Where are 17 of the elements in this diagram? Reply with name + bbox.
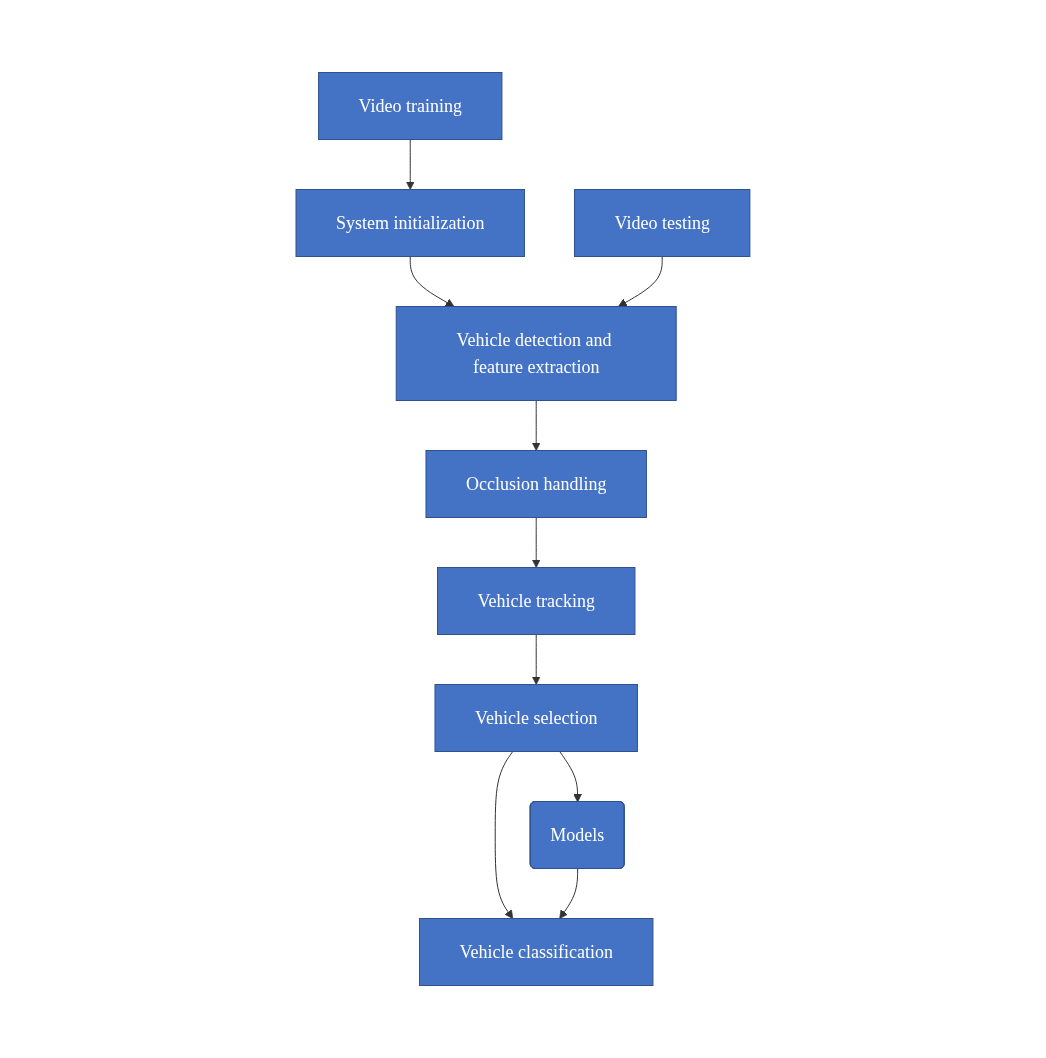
arrow	[531, 400, 541, 451]
arrow	[494, 751, 514, 919]
arrow	[409, 256, 455, 307]
node-box: Vehicle selection	[434, 684, 638, 752]
node-box: Occlusion handling	[425, 450, 647, 518]
node-box: Video testing	[574, 189, 751, 257]
arrow	[559, 868, 579, 919]
arrow	[405, 139, 415, 190]
node-box: Video training	[318, 72, 503, 140]
arrow	[618, 256, 663, 307]
arrow	[531, 517, 541, 568]
arrow	[559, 751, 582, 803]
node-box: Vehicle tracking	[437, 567, 636, 635]
arrow	[531, 634, 541, 685]
node-box: System initialization	[295, 189, 526, 257]
node-box: Vehicle detection and feature extraction	[395, 306, 677, 401]
node-box: Vehicle classification	[419, 918, 654, 986]
